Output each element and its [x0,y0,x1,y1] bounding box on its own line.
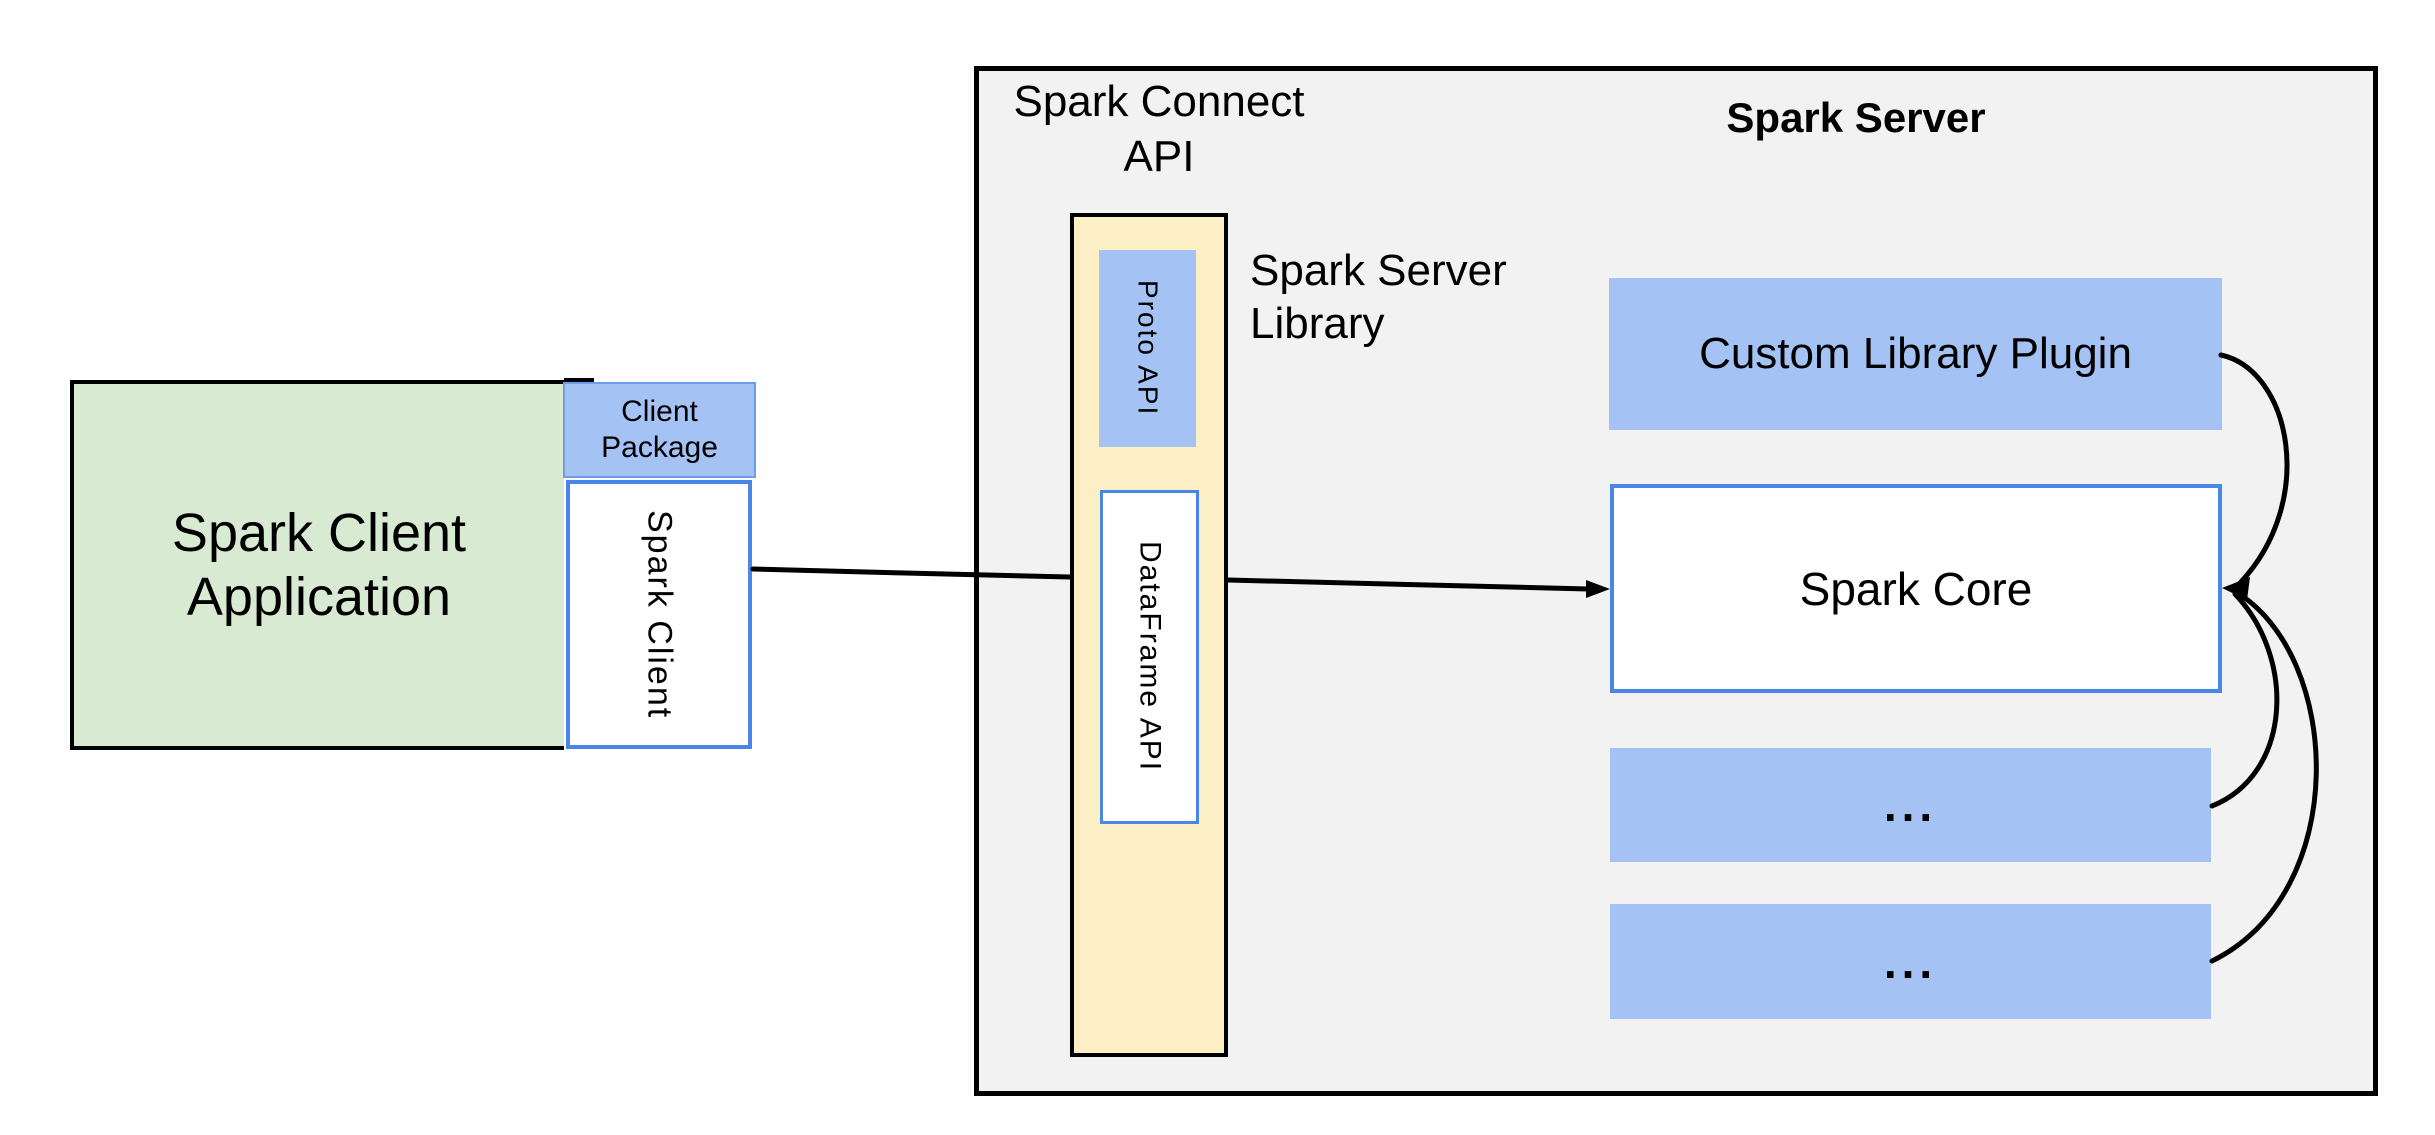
spark-client-label: Spark Client [640,509,679,720]
spark-core-label: Spark Core [1799,562,2033,615]
spark-connect-api-label: Spark Connect API [1013,77,1305,181]
dataframe-api-box: DataFrame API [1100,490,1199,824]
proto-api-label: Proto API [1132,280,1164,417]
spark-client-app-label: Spark Client Application [171,503,467,627]
ellipsis-box-1: ... [1610,748,2211,862]
client-package-box: Client Package [563,382,756,478]
spark-server-library-label: Spark Server Library [1250,246,1507,348]
app-box-border-overhang [564,378,594,383]
custom-library-plugin-box: Custom Library Plugin [1609,278,2222,430]
spark-client-box: Spark Client [566,480,752,749]
spark-client-app-box: Spark Client Application [70,380,564,750]
ellipsis-box-2: ... [1610,904,2211,1019]
client-package-label: Client Package [601,395,718,464]
proto-api-box: Proto API [1099,250,1196,447]
ellipsis-label-1: ... [1883,779,1938,831]
spark-server-title: Spark Server [1726,94,1986,141]
custom-library-plugin-label: Custom Library Plugin [1699,329,2132,378]
ellipsis-label-2: ... [1883,935,1938,988]
spark-core-box: Spark Core [1610,484,2222,693]
dataframe-api-label: DataFrame API [1133,541,1167,773]
